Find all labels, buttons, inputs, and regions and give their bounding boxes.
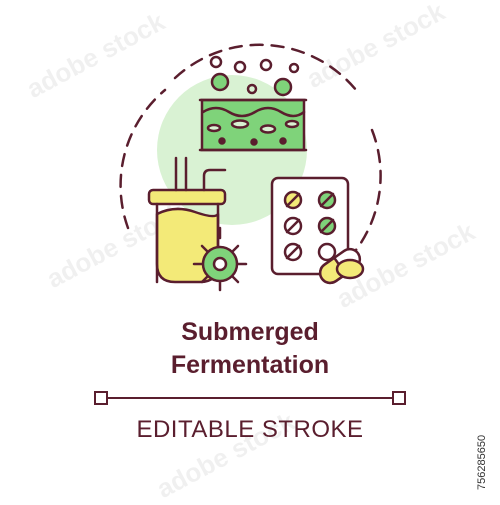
microbe-bubbles-icon [209,55,300,97]
culture-layer-icon [198,98,308,152]
editable-stroke-line [94,391,406,405]
dashed-frame-circle [119,43,382,278]
editable-stroke-label: EDITABLE STROKE [136,416,364,443]
title-line-1: Submerged [181,318,319,346]
stock-id: 756285650 [476,434,488,490]
capsule-icon [318,247,365,285]
virus-icon [192,226,248,292]
title-line-2: Fermentation [170,351,330,379]
pill-blister-pack-icon [270,176,350,276]
